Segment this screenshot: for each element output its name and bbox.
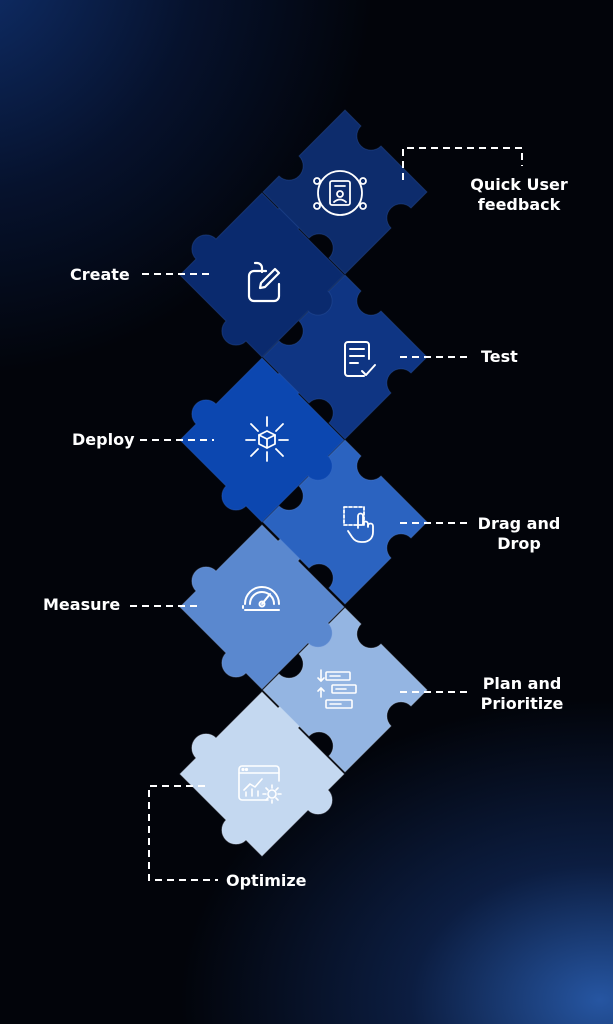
label-plan-and-prioritize-line1: Plan and [482, 674, 562, 693]
label-drag-and-drop: Drag and Drop [474, 514, 564, 554]
label-measure: Measure [43, 595, 121, 614]
label-quick-user-feedback-line2: feedback [477, 195, 561, 214]
label-plan-and-prioritize: Plan and Prioritize [476, 674, 568, 714]
label-drag-and-drop-line1: Drag and [477, 514, 561, 533]
priority-list-icon [317, 669, 357, 709]
label-optimize: Optimize [226, 871, 307, 890]
label-drag-and-drop-line2: Drop [497, 534, 541, 553]
drag-drop-hand-icon [343, 506, 374, 543]
label-create: Create [70, 265, 130, 284]
label-quick-user-feedback-line1: Quick User [470, 175, 568, 194]
edit-icon [247, 261, 281, 303]
speedometer-icon [241, 586, 280, 611]
connector-optimize [148, 785, 218, 881]
deploy-box-icon [245, 416, 289, 462]
label-test: Test [481, 347, 518, 366]
label-quick-user-feedback: Quick User feedback [468, 175, 570, 215]
label-deploy: Deploy [72, 430, 135, 449]
connector-lines [130, 147, 523, 881]
checklist-icon [344, 341, 376, 377]
connector-quick-user-feedback [402, 147, 523, 180]
user-feedback-icon [313, 170, 367, 216]
analytics-gear-icon [238, 765, 282, 804]
label-plan-and-prioritize-line2: Prioritize [480, 694, 564, 713]
